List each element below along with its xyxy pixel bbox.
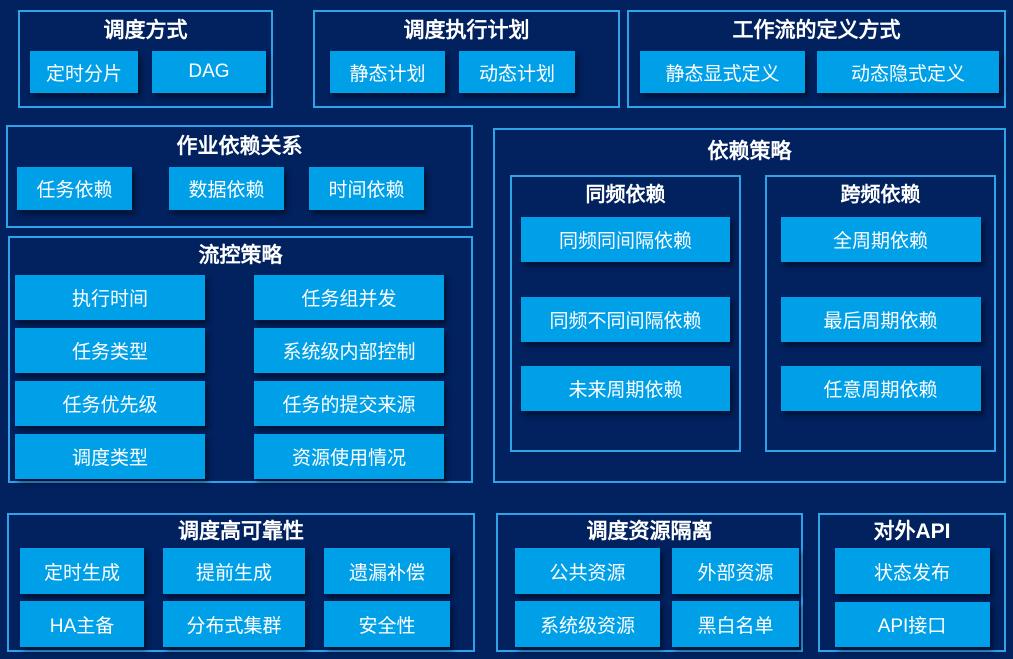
static-explicit-definition-node: 静态显式定义 (640, 51, 805, 93)
missing-compensation-node: 遗漏补偿 (324, 548, 450, 594)
status-publish-node: 状态发布 (834, 548, 990, 594)
api-interface-node: API接口 (834, 602, 990, 647)
panel-workflow-definition-title: 工作流的定义方式 (732, 19, 901, 42)
subpanel-cross-frequency-title: 跨频依赖 (840, 184, 921, 206)
dynamic-implicit-definition-node: 动态隐式定义 (817, 51, 999, 93)
task-group-concurrency-node: 任务组并发 (254, 275, 444, 320)
system-level-internal-control-node: 系统级内部控制 (254, 328, 444, 373)
black-white-list-node: 黑白名单 (672, 601, 799, 647)
same-freq-same-interval-node: 同频同间隔依赖 (521, 217, 730, 262)
ha-active-standby-node: HA主备 (20, 601, 144, 647)
dynamic-plan-node: 动态计划 (459, 51, 575, 93)
security-node: 安全性 (324, 601, 450, 647)
distributed-cluster-node: 分布式集群 (163, 601, 305, 647)
time-dependency-node: 时间依赖 (309, 167, 424, 210)
timed-sharding-node: 定时分片 (30, 51, 138, 93)
panel-execution-plan-title: 调度执行计划 (403, 19, 530, 42)
advance-generation-node: 提前生成 (163, 548, 305, 594)
dag-node: DAG (152, 51, 266, 93)
panel-external-api: 对外API 状态发布 API接口 (818, 513, 1006, 652)
panel-flow-control: 流控策略 执行时间 任务组并发 任务类型 系统级内部控制 任务优先级 任务的提交… (8, 236, 473, 483)
subpanel-same-frequency: 同频依赖 同频同间隔依赖 同频不同间隔依赖 未来周期依赖 (510, 175, 741, 452)
system-level-resource-node: 系统级资源 (515, 601, 660, 647)
panel-workflow-definition: 工作流的定义方式 静态显式定义 动态隐式定义 (627, 10, 1006, 108)
panel-high-reliability-title: 调度高可靠性 (178, 520, 304, 543)
panel-dependency-strategy: 依赖策略 同频依赖 同频同间隔依赖 同频不同间隔依赖 未来周期依赖 跨频依赖 全… (493, 128, 1006, 483)
execution-time-node: 执行时间 (15, 275, 205, 320)
panel-high-reliability: 调度高可靠性 定时生成 提前生成 遗漏补偿 HA主备 分布式集群 安全性 (7, 513, 475, 652)
task-dependency-node: 任务依赖 (17, 167, 132, 210)
task-submission-source-node: 任务的提交来源 (254, 381, 444, 426)
panel-flow-control-title: 流控策略 (198, 244, 283, 267)
panel-scheduling-method-title: 调度方式 (103, 19, 188, 42)
resource-usage-node: 资源使用情况 (254, 434, 444, 479)
task-type-node: 任务类型 (15, 328, 205, 373)
panel-scheduling-method: 调度方式 定时分片 DAG (18, 10, 273, 108)
future-cycle-dependency-node: 未来周期依赖 (521, 366, 730, 411)
same-freq-diff-interval-node: 同频不同间隔依赖 (521, 297, 730, 342)
panel-job-dependency: 作业依赖关系 任务依赖 数据依赖 时间依赖 (6, 125, 473, 228)
panel-resource-isolation-title: 调度资源隔离 (586, 520, 713, 543)
static-plan-node: 静态计划 (330, 51, 445, 93)
public-resource-node: 公共资源 (515, 548, 660, 594)
panel-external-api-title: 对外API (873, 520, 951, 543)
panel-execution-plan: 调度执行计划 静态计划 动态计划 (313, 10, 620, 108)
timed-generation-node: 定时生成 (20, 548, 144, 594)
last-cycle-dependency-node: 最后周期依赖 (780, 297, 981, 342)
schedule-type-node: 调度类型 (15, 434, 205, 479)
panel-resource-isolation: 调度资源隔离 公共资源 外部资源 系统级资源 黑白名单 (496, 513, 803, 652)
any-cycle-dependency-node: 任意周期依赖 (780, 366, 981, 411)
external-resource-node: 外部资源 (672, 548, 799, 594)
data-dependency-node: 数据依赖 (169, 167, 284, 210)
panel-dependency-strategy-title: 依赖策略 (707, 140, 792, 163)
subpanel-cross-frequency: 跨频依赖 全周期依赖 最后周期依赖 任意周期依赖 (765, 175, 996, 452)
panel-job-dependency-title: 作业依赖关系 (176, 135, 303, 158)
all-cycle-dependency-node: 全周期依赖 (780, 217, 981, 262)
task-priority-node: 任务优先级 (15, 381, 205, 426)
subpanel-same-frequency-title: 同频依赖 (585, 184, 666, 206)
